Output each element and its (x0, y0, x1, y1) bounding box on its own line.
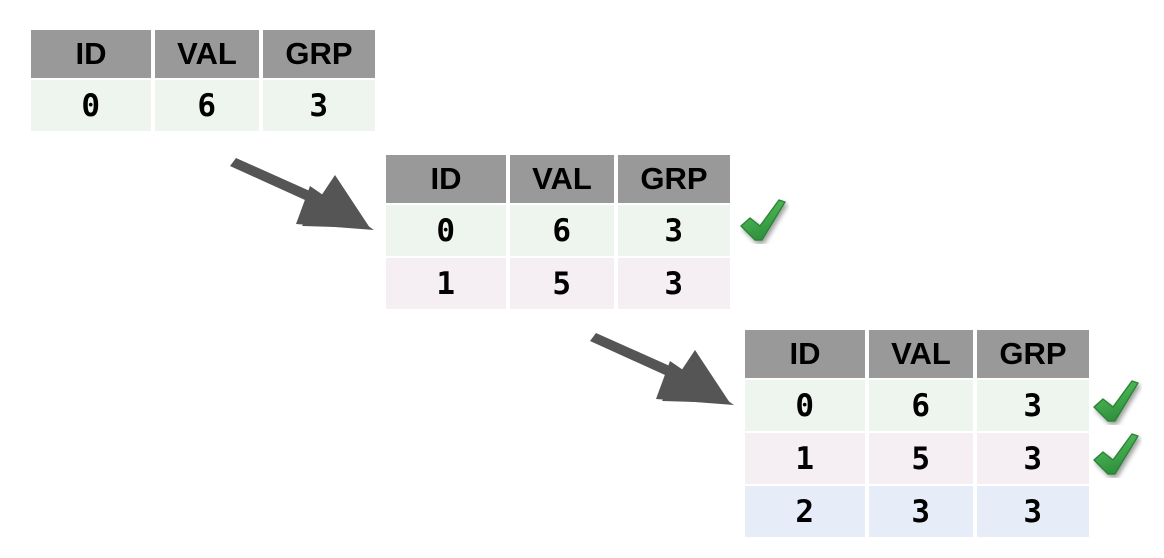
column-header-grp: GRP (977, 330, 1089, 378)
column-header-val: VAL (510, 155, 614, 203)
cell-val: 3 (869, 486, 973, 537)
table-row: 1 5 3 (386, 258, 730, 309)
cell-val: 6 (510, 205, 614, 256)
cell-id: 1 (745, 433, 865, 484)
table-step-2: ID VAL GRP 0 6 3 1 5 3 (386, 155, 730, 309)
cell-id: 0 (745, 380, 865, 431)
checkmark-icon (1093, 380, 1139, 422)
column-header-val: VAL (869, 330, 973, 378)
cell-id: 0 (31, 80, 151, 131)
cell-id: 2 (745, 486, 865, 537)
checkmark-icon (740, 199, 786, 241)
table-row: 1 5 3 (745, 433, 1089, 484)
table-row: 0 6 3 (745, 380, 1089, 431)
cell-val: 6 (155, 80, 259, 131)
table-step-1: ID VAL GRP 0 6 3 (31, 30, 375, 131)
cell-grp: 3 (977, 486, 1089, 537)
table-row: 0 6 3 (386, 205, 730, 256)
table-step-3: ID VAL GRP 0 6 3 1 5 3 2 3 3 (745, 330, 1089, 537)
column-header-val: VAL (155, 30, 259, 78)
column-header-id: ID (745, 330, 865, 378)
cell-grp: 3 (618, 205, 730, 256)
cell-grp: 3 (263, 80, 375, 131)
arrow-step-2-to-3 (590, 333, 734, 405)
column-header-id: ID (31, 30, 151, 78)
table-header-row: ID VAL GRP (745, 330, 1089, 378)
cell-grp: 3 (618, 258, 730, 309)
table-header-row: ID VAL GRP (386, 155, 730, 203)
table-row: 2 3 3 (745, 486, 1089, 537)
cell-val: 5 (869, 433, 973, 484)
cell-grp: 3 (977, 433, 1089, 484)
column-header-grp: GRP (618, 155, 730, 203)
cell-id: 0 (386, 205, 506, 256)
table-header-row: ID VAL GRP (31, 30, 375, 78)
table-row: 0 6 3 (31, 80, 375, 131)
cell-val: 5 (510, 258, 614, 309)
cell-val: 6 (869, 380, 973, 431)
cell-grp: 3 (977, 380, 1089, 431)
arrow-step-1-to-2 (230, 158, 374, 230)
column-header-id: ID (386, 155, 506, 203)
checkmark-icon (1093, 433, 1139, 475)
cell-id: 1 (386, 258, 506, 309)
column-header-grp: GRP (263, 30, 375, 78)
